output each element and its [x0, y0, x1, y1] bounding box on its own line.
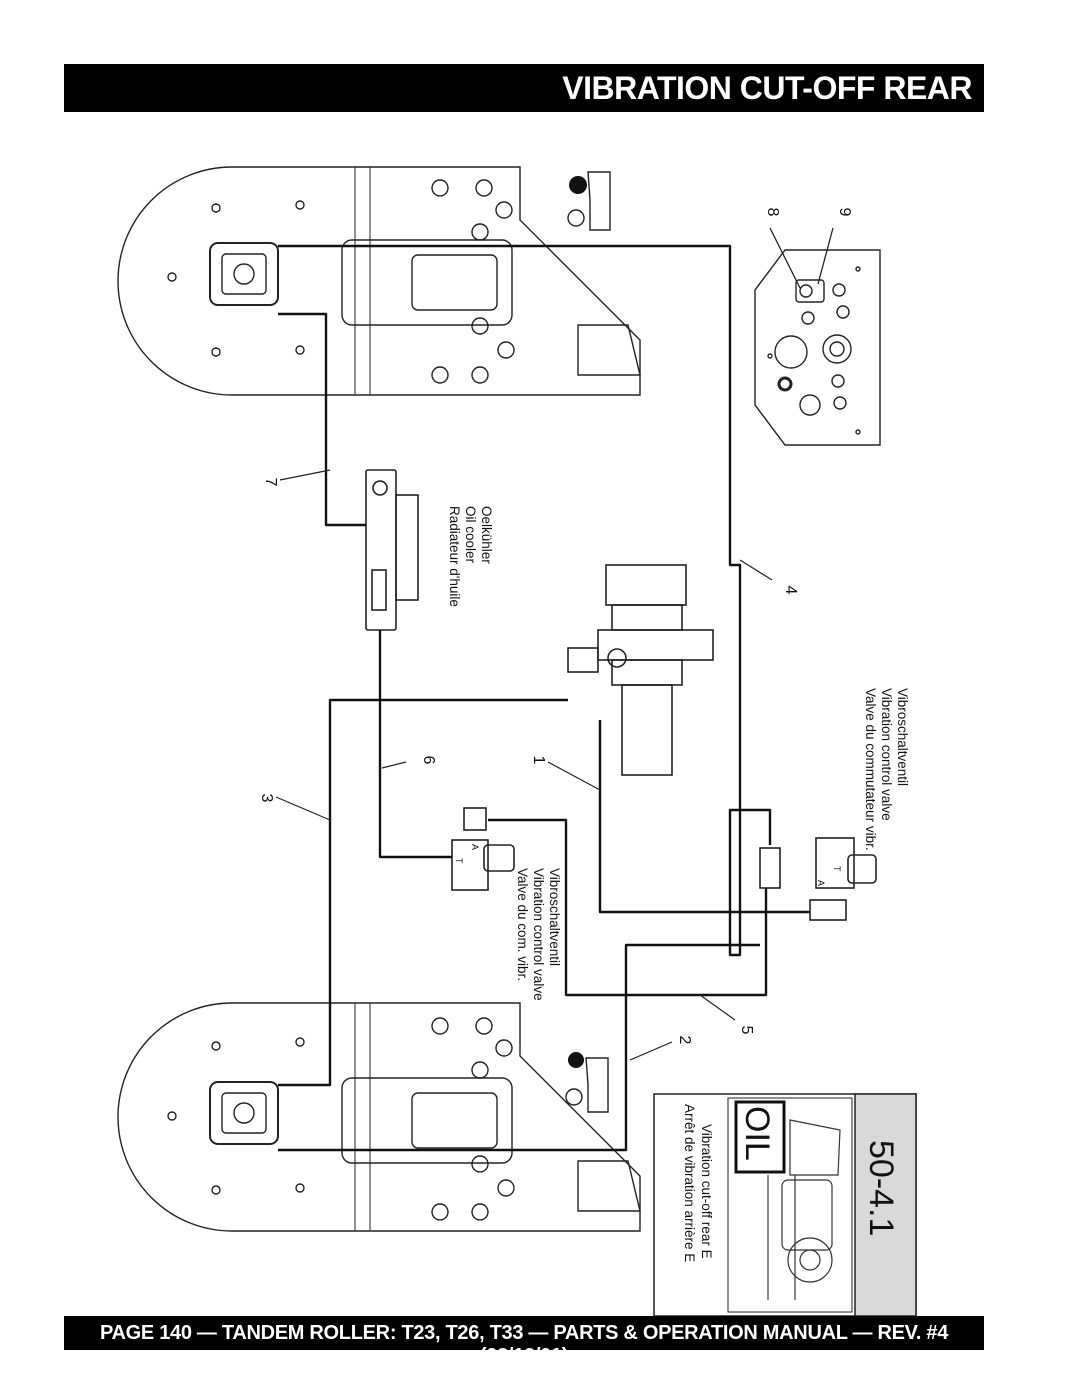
- lower-vibration-valve: [451, 839, 489, 891]
- oil-cooler-label-fr: Radiateur d'huile: [447, 506, 462, 607]
- control-panel: [754, 249, 881, 446]
- callout-3: 3: [258, 794, 275, 803]
- info-box-oil-label: OIL: [738, 1106, 776, 1161]
- hose-3: [278, 698, 568, 1087]
- info-box-caption-fr: Arrêt de vibration arrière E: [682, 1104, 697, 1262]
- hose-2: [278, 943, 760, 1152]
- callout-2: 2: [676, 1036, 693, 1045]
- lower-switch-bracket: [585, 1057, 609, 1113]
- lower-drive-motor: [209, 1081, 279, 1145]
- lower-valve-label-en: Vibration control valve: [531, 868, 546, 1001]
- lower-valve-label-fr: Valve du com. vibr.: [515, 868, 530, 981]
- callout-9: 9: [836, 208, 853, 217]
- callout-5: 5: [738, 1026, 755, 1035]
- hose-5: [488, 818, 768, 997]
- hose-1: [598, 720, 810, 914]
- hose-6: [378, 630, 452, 859]
- port-letter: A: [470, 844, 480, 850]
- page-title: VIBRATION CUT-OFF REAR: [562, 70, 972, 106]
- callout-7: 7: [262, 478, 279, 487]
- upper-drive-motor: [209, 242, 279, 306]
- oil-cooler: [365, 469, 397, 631]
- hose-7: [278, 312, 366, 527]
- roller-illustration: [787, 1237, 833, 1283]
- oil-cooler-label-de: Oelkühler: [479, 506, 494, 564]
- info-box-code: 50-4.1: [862, 1140, 900, 1236]
- lower-mount-plate: [341, 1077, 513, 1164]
- port-letter: T: [454, 858, 464, 864]
- lower-valve-label-de: Vibroschaltventil: [547, 868, 562, 966]
- callout-6: 6: [420, 756, 437, 765]
- title-bar: VIBRATION CUT-OFF REAR: [64, 64, 984, 112]
- upper-vibration-valve: [815, 837, 855, 889]
- info-box: 50-4.1 OIL Vibration cut-off rear E Arrê…: [653, 1093, 917, 1317]
- upper-switch-bracket: [587, 171, 611, 231]
- upper-mount-plate: [341, 239, 513, 326]
- port-letter: A: [816, 880, 826, 886]
- port-letter: T: [832, 866, 842, 872]
- footer-text: PAGE 140 — TANDEM ROLLER: T23, T26, T33 …: [99, 1322, 949, 1367]
- callout-8: 8: [764, 208, 781, 217]
- callout-4: 4: [782, 586, 799, 595]
- upper-valve-label-en: Vibration control valve: [879, 688, 894, 821]
- info-box-caption-en: Vibration cut-off rear E: [699, 1124, 714, 1259]
- upper-valve-label-de: Vibroschaltventil: [895, 688, 910, 786]
- lower-drum-frame: [117, 1002, 641, 1232]
- oil-cooler-label-en: Oil cooler: [463, 506, 478, 564]
- footer-bar: PAGE 140 — TANDEM ROLLER: T23, T26, T33 …: [64, 1316, 984, 1367]
- upper-drum-frame: [117, 166, 641, 396]
- callout-1: 1: [530, 756, 547, 765]
- upper-valve-label-fr: Valve du commutateur vibr.: [863, 688, 878, 851]
- hose-4: [278, 244, 772, 957]
- main-valve-block: [605, 564, 687, 606]
